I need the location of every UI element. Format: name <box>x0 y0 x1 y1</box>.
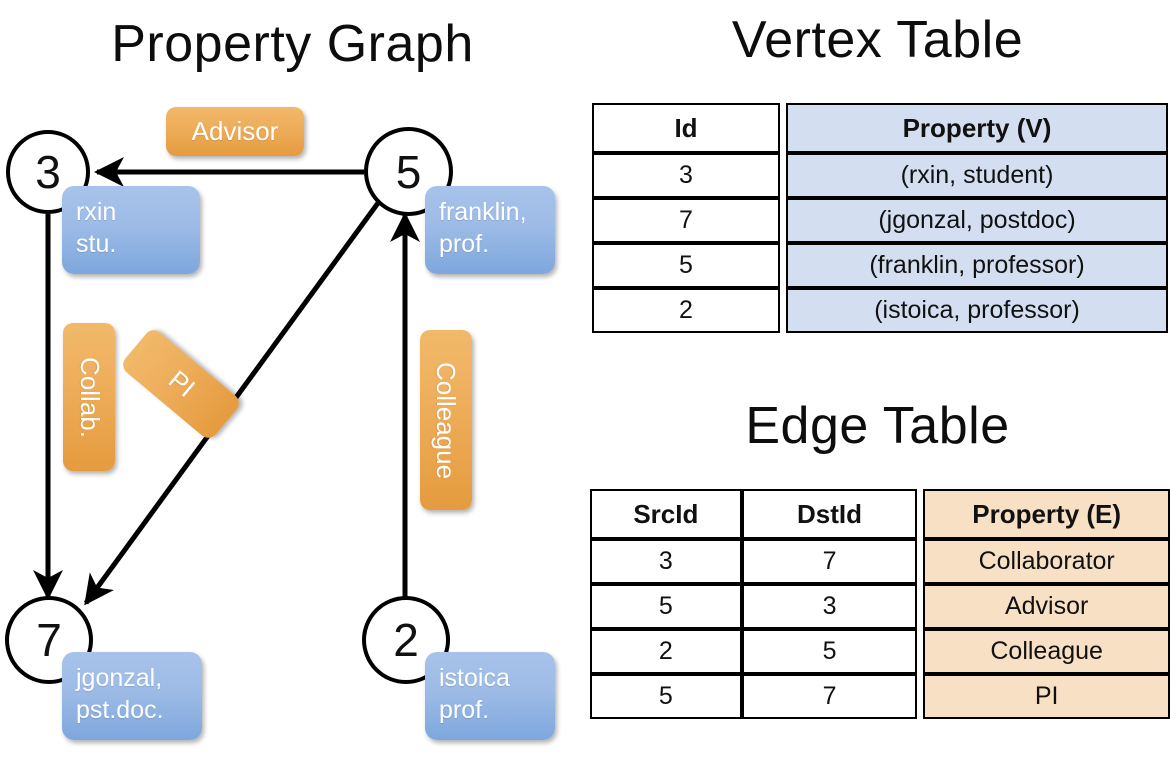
vertex-row-3-property: (istoica, professor) <box>786 288 1168 333</box>
graph-node-3-property-line2: stu. <box>76 230 117 258</box>
graph-node-3-property-line1: rxin <box>76 198 117 226</box>
page-title-edge-table: Edge Table <box>745 397 1010 455</box>
table-row: 3 (rxin, student) <box>592 153 1168 198</box>
vertex-table-column-gap <box>780 198 786 243</box>
table-row: 5 3 Advisor <box>590 584 1170 629</box>
edge-table-column-gap <box>917 629 924 674</box>
vertex-table: Id Property (V) 3 (rxin, student) 7 (jgo… <box>592 103 1168 333</box>
graph-node-5-property-line2: prof. <box>439 230 490 258</box>
vertex-row-1-property: (jgonzal, postdoc) <box>786 198 1168 243</box>
edge-label-colleague-text: Colleague <box>431 361 462 479</box>
edge-table-column-gap <box>917 674 924 719</box>
table-row: 5 (franklin, professor) <box>592 243 1168 288</box>
graph-node-7-property-line2: pst.doc. <box>76 696 164 724</box>
edge-table: SrcId DstId Property (E) 3 7 Collaborato… <box>590 489 1170 719</box>
graph-node-5-property-line1: franklin, <box>439 198 527 226</box>
edge-row-3-property: PI <box>923 674 1170 719</box>
vertex-table-column-gap <box>780 153 786 198</box>
edge-row-2-property: Colleague <box>923 629 1170 674</box>
graph-node-2-property: istoica prof. <box>425 652 555 740</box>
edge-row-0-dstid: 7 <box>741 539 918 584</box>
edge-table-header-dstid: DstId <box>741 489 918 539</box>
edge-label-advisor-text: Advisor <box>191 116 279 146</box>
graph-node-5-property: franklin, prof. <box>425 186 555 274</box>
vertex-row-0-property: (rxin, student) <box>786 153 1168 198</box>
vertex-row-2-id: 5 <box>592 243 780 288</box>
table-row: 2 (istoica, professor) <box>592 288 1168 333</box>
edge-row-2-dstid: 5 <box>741 629 918 674</box>
page-title-vertex-table: Vertex Table <box>731 11 1024 69</box>
property-graph-diagram: 3 5 7 2 rxin stu. franklin, prof. jgonza… <box>5 107 555 740</box>
edge-row-1-dstid: 3 <box>741 584 918 629</box>
edge-table-column-gap <box>917 489 924 539</box>
vertex-row-1-id: 7 <box>592 198 780 243</box>
graph-node-2[interactable]: 2 <box>362 596 450 684</box>
graph-node-7-property: jgonzal, pst.doc. <box>62 652 202 740</box>
edge-row-0-property: Collaborator <box>923 539 1170 584</box>
vertex-row-0-id: 3 <box>592 153 780 198</box>
vertex-table-column-gap <box>780 103 786 153</box>
graph-node-2-property-line1: istoica <box>439 664 510 692</box>
edge-table-column-gap <box>917 539 924 584</box>
edge-label-collab: Collab. <box>63 323 115 471</box>
edge-table-column-gap <box>917 584 924 629</box>
edge-label-collab-text: Collab. <box>74 356 105 438</box>
edge-table-header-row: SrcId DstId Property (E) <box>590 489 1170 539</box>
graph-node-7-property-line1: jgonzal, <box>76 664 163 692</box>
table-row: 7 (jgonzal, postdoc) <box>592 198 1168 243</box>
edge-label-advisor: Advisor <box>166 107 304 156</box>
table-row: 2 5 Colleague <box>590 629 1170 674</box>
vertex-table-column-gap <box>780 288 786 333</box>
edge-label-pi-text: PI <box>162 364 201 404</box>
vertex-row-2-property: (franklin, professor) <box>786 243 1168 288</box>
page-title-property-graph: Property Graph <box>111 15 474 73</box>
edge-row-3-dstid: 7 <box>741 674 918 719</box>
vertex-row-3-id: 2 <box>592 288 780 333</box>
table-row: 5 7 PI <box>590 674 1170 719</box>
edge-table-header-property: Property (E) <box>923 489 1170 539</box>
vertex-table-header-id: Id <box>592 103 780 153</box>
edge-table-header-srcid: SrcId <box>590 489 742 539</box>
edge-row-3-srcid: 5 <box>590 674 742 719</box>
graph-node-3-property: rxin stu. <box>62 186 200 274</box>
edge-row-2-srcid: 2 <box>590 629 742 674</box>
edge-row-1-property: Advisor <box>923 584 1170 629</box>
table-row: 3 7 Collaborator <box>590 539 1170 584</box>
edge-row-1-srcid: 5 <box>590 584 742 629</box>
edge-label-colleague: Colleague <box>420 330 472 510</box>
graph-node-2-property-line2: prof. <box>439 696 490 724</box>
edge-row-0-srcid: 3 <box>590 539 742 584</box>
vertex-table-header-row: Id Property (V) <box>592 103 1168 153</box>
vertex-table-header-property: Property (V) <box>786 103 1168 153</box>
vertex-table-column-gap <box>780 243 786 288</box>
